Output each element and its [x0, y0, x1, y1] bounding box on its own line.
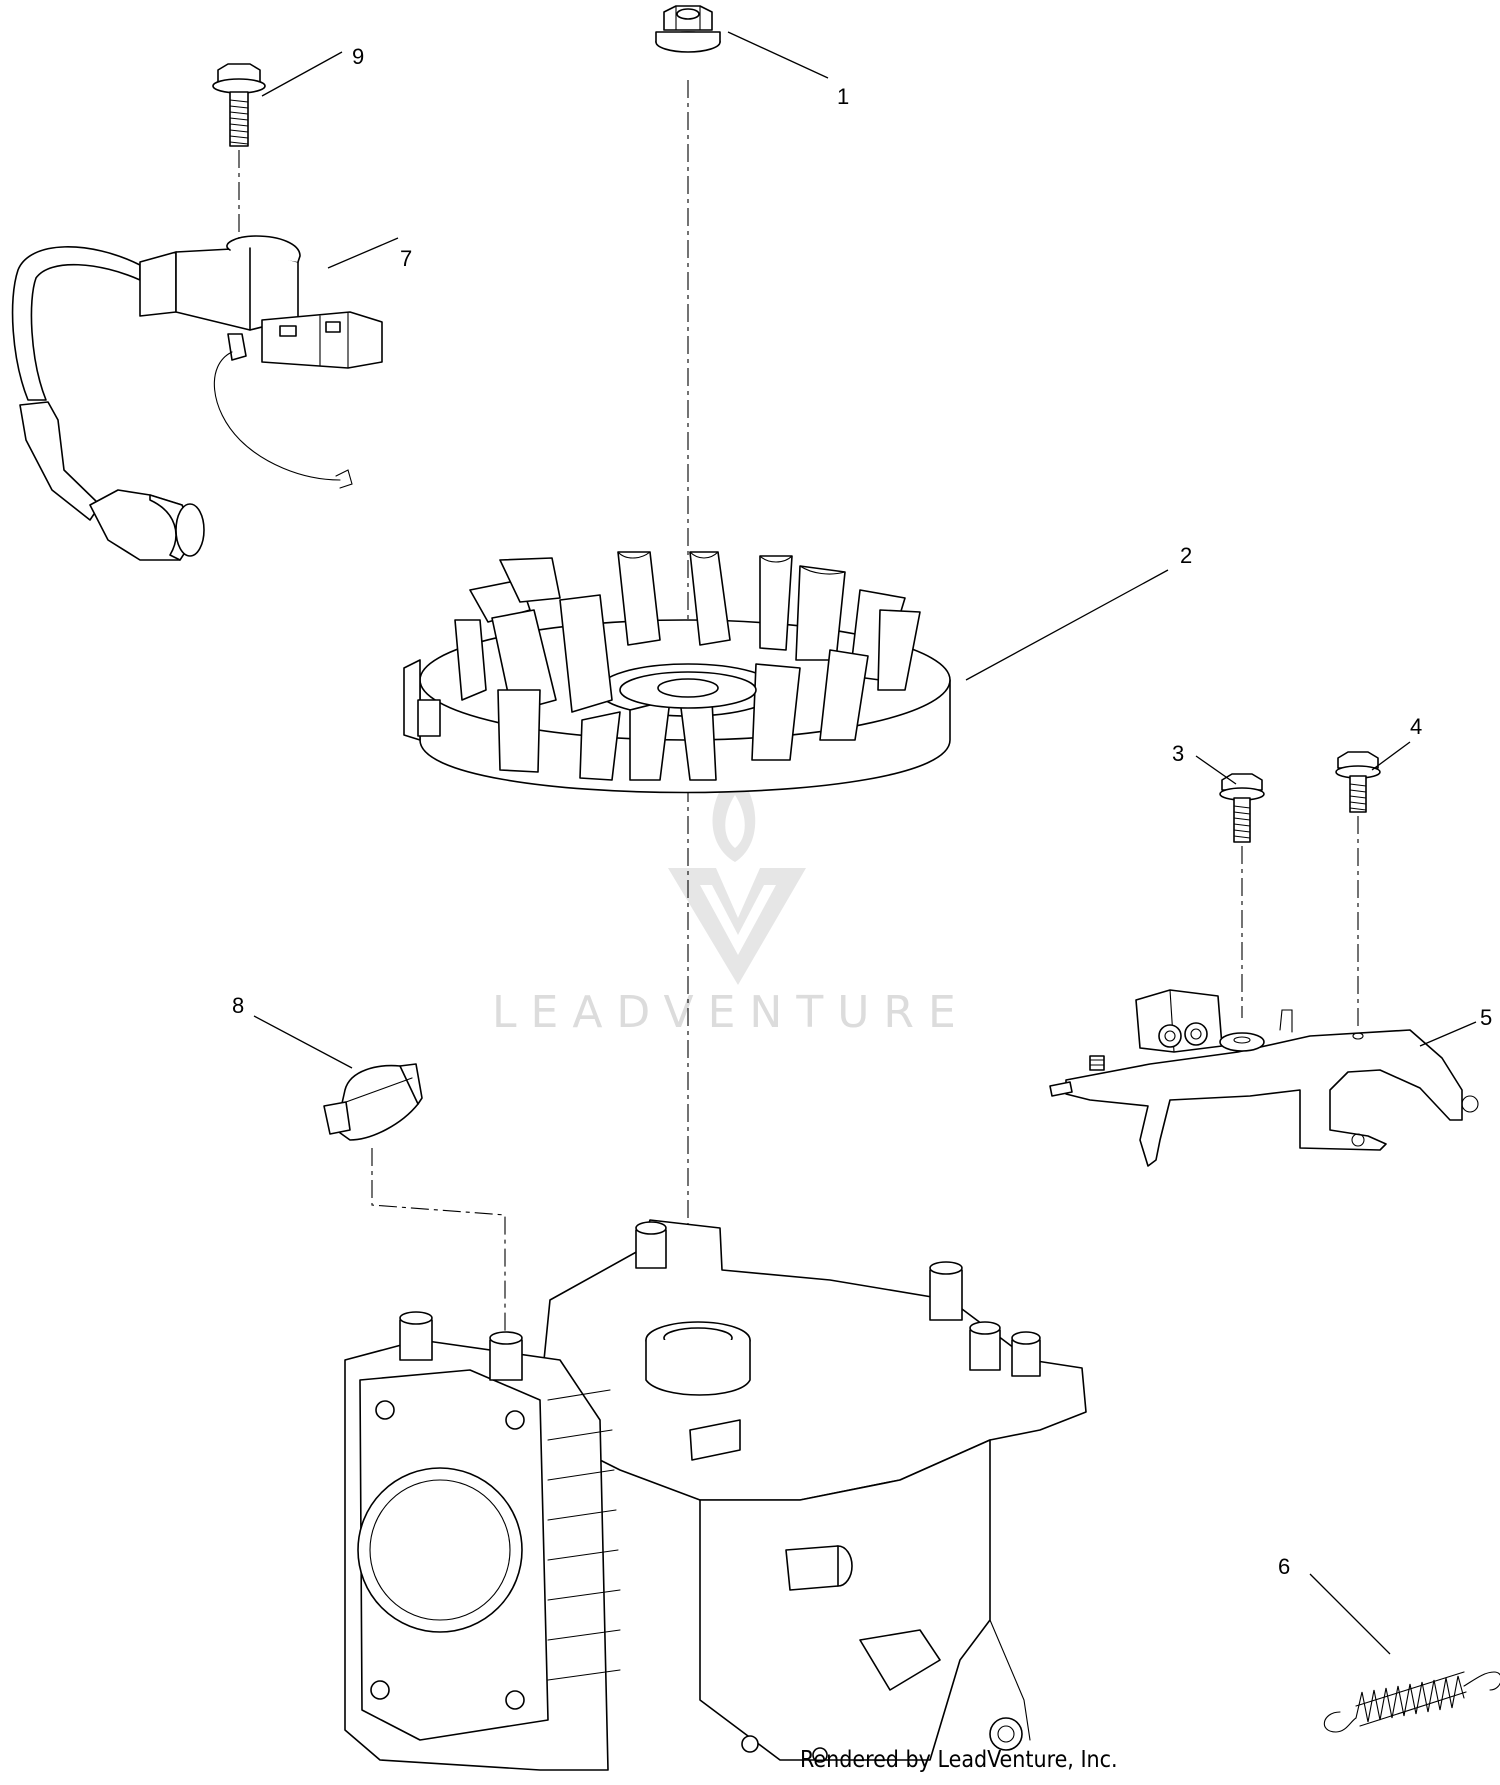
callout-8: 8 [232, 993, 244, 1018]
callout-3: 3 [1172, 741, 1184, 766]
part-4-bolt [1335, 751, 1381, 813]
part-2-flywheel [403, 551, 951, 794]
leader-line-7 [327, 237, 399, 269]
key-8-axis-line [371, 1148, 506, 1335]
part-5-bracket [1049, 989, 1479, 1167]
callout-7: 7 [400, 246, 412, 271]
watermark-text: LEADVENTURE [492, 987, 970, 1038]
part-6-spring [1323, 1671, 1500, 1733]
leader-line-5 [1419, 1021, 1477, 1047]
callout-5: 5 [1480, 1005, 1492, 1030]
callout-9: 9 [352, 44, 364, 69]
part-7-ignition-coil [11, 235, 383, 561]
leader-line-8 [253, 1015, 353, 1069]
leader-line-4 [1371, 741, 1411, 771]
leadventure-logo-icon [668, 770, 806, 985]
callout-1: 1 [837, 84, 849, 109]
leader-line-9 [261, 51, 343, 97]
rendered-by-credit: Rendered by LeadVenture, Inc. [800, 1747, 1118, 1773]
callout-4: 4 [1410, 714, 1422, 739]
callout-6: 6 [1278, 1554, 1290, 1579]
leader-line-1 [727, 31, 829, 79]
part-3-bolt [1219, 773, 1265, 843]
part-8-key [323, 1063, 423, 1141]
part-9-bolt [212, 63, 266, 147]
callout-2: 2 [1180, 543, 1192, 568]
leadventure-watermark: LEADVENTURE [492, 770, 970, 1038]
leader-line-2 [965, 569, 1169, 681]
part-1-flange-nut [655, 5, 721, 53]
engine-block [344, 1219, 1087, 1771]
leader-line-6 [1309, 1573, 1391, 1655]
leader-line-3 [1195, 755, 1237, 785]
